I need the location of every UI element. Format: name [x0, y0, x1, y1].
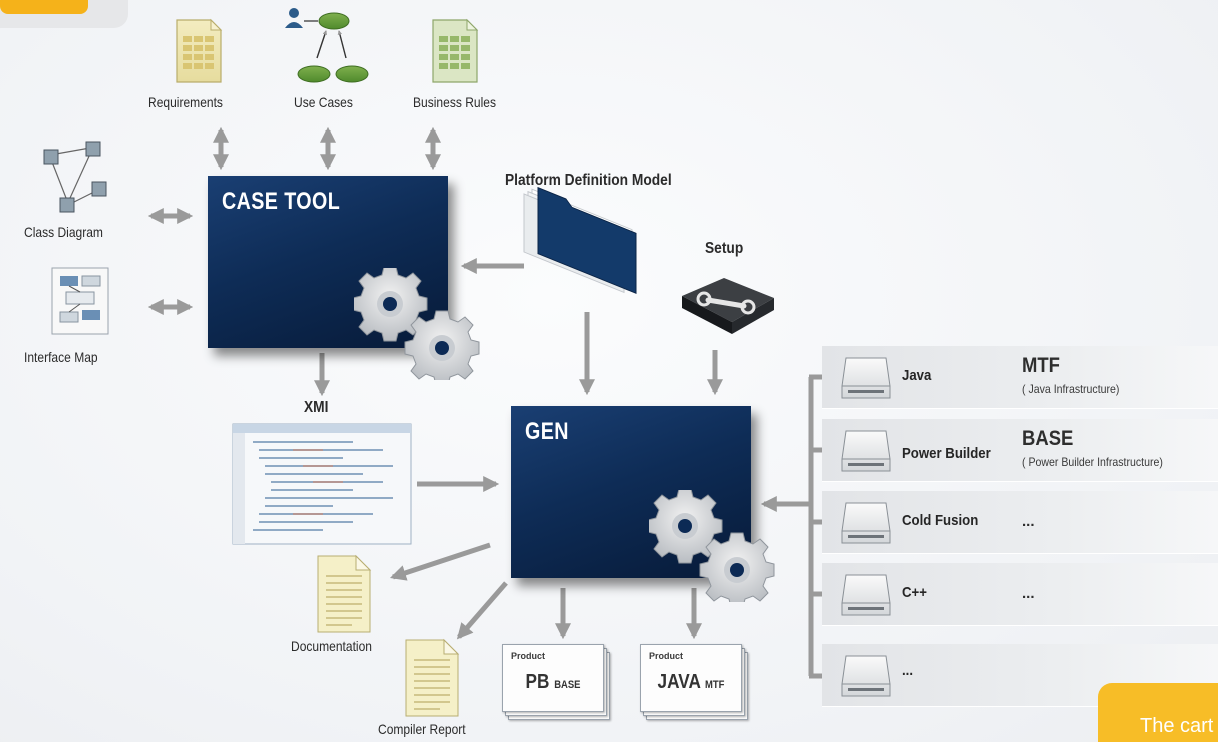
product-pb: Product PB BASE: [502, 644, 610, 720]
case-tool-title: CASE TOOL: [222, 188, 341, 215]
requirements-label: Requirements: [148, 94, 223, 110]
technology-lane-java: Java MTF ( Java Infrastructure): [822, 346, 1218, 409]
product-name-main: PB: [525, 671, 550, 693]
infrastructure-name: ...: [1022, 585, 1035, 602]
infrastructure-name: ...: [1022, 513, 1035, 530]
xmi-document-icon: [232, 423, 412, 545]
product-java: Product JAVA MTF: [640, 644, 748, 720]
technology-lane-cold-fusion: Cold Fusion ...: [822, 491, 1218, 554]
technology-lane-cpp: C++ ...: [822, 563, 1218, 626]
infrastructure-name: MTF: [1022, 354, 1060, 377]
drive-icon: [841, 357, 891, 399]
infrastructure-note: ( Java Infrastructure): [1022, 382, 1120, 396]
product-caption: Product: [511, 651, 546, 661]
product-name: PB BASE: [510, 671, 596, 694]
setup-label: Setup: [705, 240, 744, 257]
drive-icon: [841, 502, 891, 544]
technology-name: Java: [902, 367, 932, 384]
product-name: JAVA MTF: [648, 671, 734, 694]
class-diagram-label: Class Diagram: [24, 224, 103, 240]
platform-definition-model-label: Platform Definition Model: [505, 172, 672, 189]
business-rules-label: Business Rules: [413, 94, 496, 110]
interface-map-label: Interface Map: [24, 349, 98, 365]
gen-box: GEN: [511, 406, 775, 602]
product-name-main: JAVA: [657, 671, 701, 693]
gears-icon: [354, 268, 480, 380]
arrow-gen-compilerreport: [456, 581, 508, 640]
infrastructure-note: ( Power Builder Infrastructure): [1022, 455, 1163, 469]
infrastructure-name: BASE: [1022, 427, 1074, 450]
product-sheet-front: Product JAVA MTF: [640, 644, 742, 712]
product-sheet-front: Product PB BASE: [502, 644, 604, 712]
callout-text: The cart: [1140, 715, 1214, 737]
documentation-icon: [317, 554, 372, 633]
interface-map-icon: [51, 267, 109, 335]
arrow-gen-documentation: [389, 542, 491, 581]
class-diagram-icon: [43, 141, 107, 213]
product-name-suffix: BASE: [554, 679, 581, 691]
drive-icon: [841, 430, 891, 472]
documentation-label: Documentation: [291, 638, 372, 654]
technology-name: Cold Fusion: [902, 512, 979, 529]
callout-bottom-right[interactable]: The cart: [1098, 683, 1218, 742]
business-rules-icon: [432, 18, 479, 83]
use-cases-icon: [285, 8, 369, 83]
xmi-label: XMI: [304, 399, 329, 416]
compiler-report-label: Compiler Report: [378, 721, 466, 737]
callout-top-left: [0, 0, 128, 28]
requirements-icon: [176, 18, 223, 83]
callout-tab: [0, 0, 88, 14]
product-name-suffix: MTF: [705, 679, 725, 691]
case-tool-box: CASE TOOL: [208, 176, 480, 380]
product-caption: Product: [649, 651, 684, 661]
technology-name: C++: [902, 584, 927, 601]
gen-title: GEN: [525, 418, 569, 445]
use-cases-label: Use Cases: [294, 94, 353, 110]
platform-definition-model-icon: [523, 186, 637, 294]
gears-icon: [649, 490, 775, 602]
technology-name: Power Builder: [902, 445, 991, 462]
setup-icon: [682, 278, 774, 334]
compiler-report-icon: [405, 638, 460, 717]
drive-icon: [841, 655, 891, 697]
technology-lane-power-builder: Power Builder BASE ( Power Builder Infra…: [822, 419, 1218, 482]
drive-icon: [841, 574, 891, 616]
technology-name: ...: [902, 662, 914, 679]
